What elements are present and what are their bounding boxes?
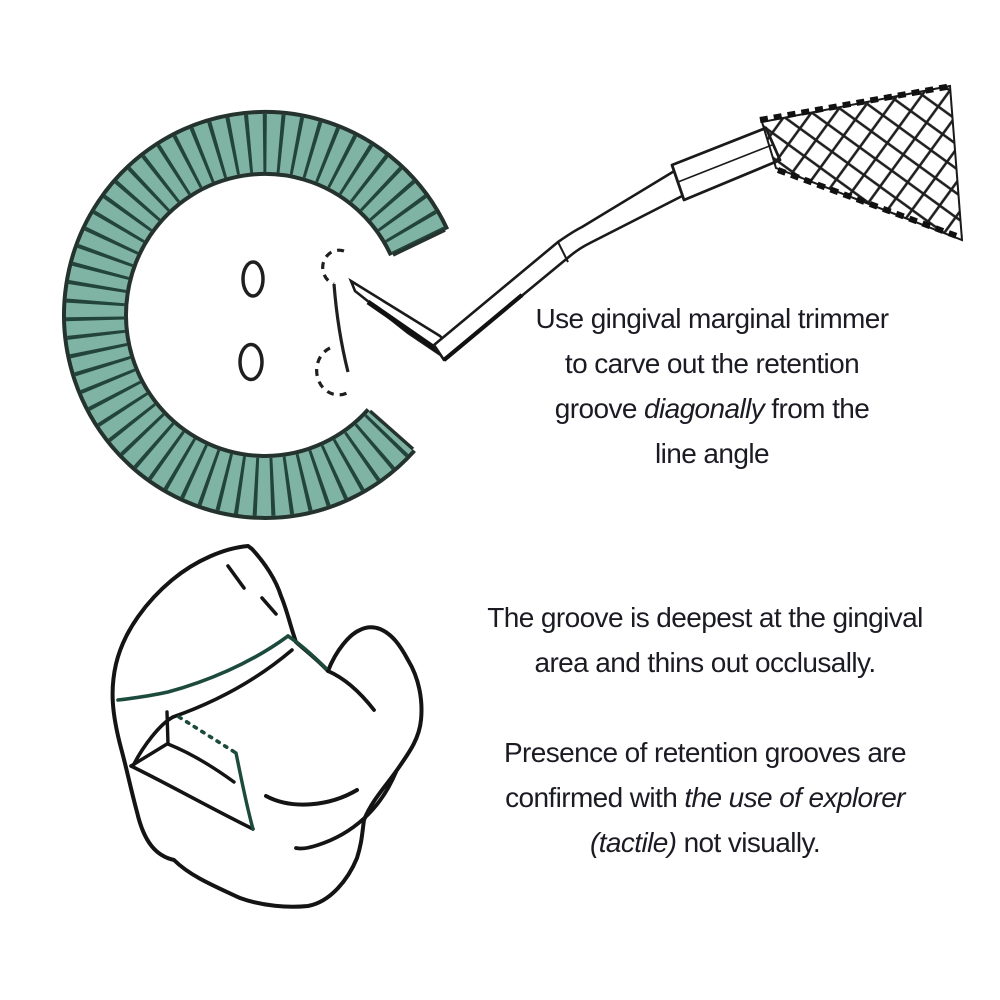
enamel-ring-band — [66, 113, 446, 516]
trimmer-ferrule — [670, 126, 782, 202]
text-segment: The groove is deepest at the gingival — [487, 602, 923, 633]
knurl-top-dotted-edge — [759, 83, 953, 123]
retention-groove-dashed-top — [321, 248, 345, 286]
cusp-slash-line — [226, 564, 246, 590]
marginal-ridge-lower — [131, 648, 294, 768]
text-segment: area and thins out occlusally. — [534, 647, 876, 678]
trimmer-knurled-handle — [760, 84, 964, 242]
text-segment-italic: the use of explorer — [684, 782, 905, 813]
text-line: Presence of retention grooves are — [440, 730, 970, 775]
text-segment: confirmed with — [505, 782, 685, 813]
text-line: (tactile) not visually. — [440, 820, 970, 865]
trimmer-instruction-text: Use gingival marginal trimmer to carve o… — [462, 296, 962, 476]
box-floor-upper — [166, 742, 236, 784]
text-segment: Presence of retention grooves are — [503, 737, 907, 768]
facial-wall-line — [234, 751, 255, 831]
marginal-ridge-upper — [116, 634, 290, 702]
text-line: The groove is deepest at the gingival — [440, 595, 970, 640]
ring-gap-bottom-edge — [368, 409, 415, 451]
trimmer-ferrule-line — [677, 144, 773, 183]
trimmer-blade-shadow-edge — [366, 299, 448, 359]
molar-drawing — [110, 544, 424, 909]
text-line: Use gingival marginal trimmer — [462, 296, 962, 341]
lobe-lower-boundary — [294, 770, 398, 851]
trimmer-shank-underside — [442, 293, 524, 362]
text-segment: not visually. — [676, 827, 821, 858]
gingival-floor-line — [129, 764, 255, 831]
explorer-confirmation-paragraph: Presence of retention grooves are confir… — [440, 730, 970, 865]
text-line: confirmed with the use of explorer — [440, 775, 970, 820]
gingival-marginal-trimmer — [348, 83, 964, 362]
text-segment: line angle — [655, 438, 769, 469]
text-segment-italic: (tactile) — [590, 827, 677, 858]
text-segment: Use gingival marginal trimmer — [535, 303, 890, 334]
text-line: groove diagonally from the — [462, 386, 962, 431]
trimmer-shank-joint — [557, 241, 569, 263]
groove-depth-paragraph: The groove is deepest at the gingival ar… — [440, 595, 970, 685]
box-corner-line — [129, 742, 169, 768]
text-line: line angle — [462, 431, 962, 476]
text-line: area and thins out occlusally. — [440, 640, 970, 685]
pulp-oval-lower — [238, 342, 264, 382]
text-segment: from the — [764, 393, 870, 424]
ring-gap-top-edge — [392, 228, 446, 257]
lobe-inner-arc — [326, 669, 376, 712]
distal-notch-line — [260, 596, 278, 616]
axial-wall-line — [332, 283, 350, 373]
lobe-smile-arc — [264, 788, 359, 807]
retention-groove-dotted — [177, 715, 238, 755]
box-wall-vertical — [165, 710, 170, 746]
pulp-oval-upper — [241, 260, 265, 298]
text-line: to carve out the retention — [462, 341, 962, 386]
text-segment: to carve out the retention — [564, 348, 860, 379]
prep-cross-section — [62, 109, 450, 520]
ridge-to-lobe-line — [286, 634, 330, 673]
text-segment: groove — [554, 393, 644, 424]
text-segment-italic: diagonally — [644, 393, 765, 424]
groove-description-text: The groove is deepest at the gingival ar… — [440, 595, 970, 865]
knurl-bottom-dotted-edge — [776, 167, 964, 241]
